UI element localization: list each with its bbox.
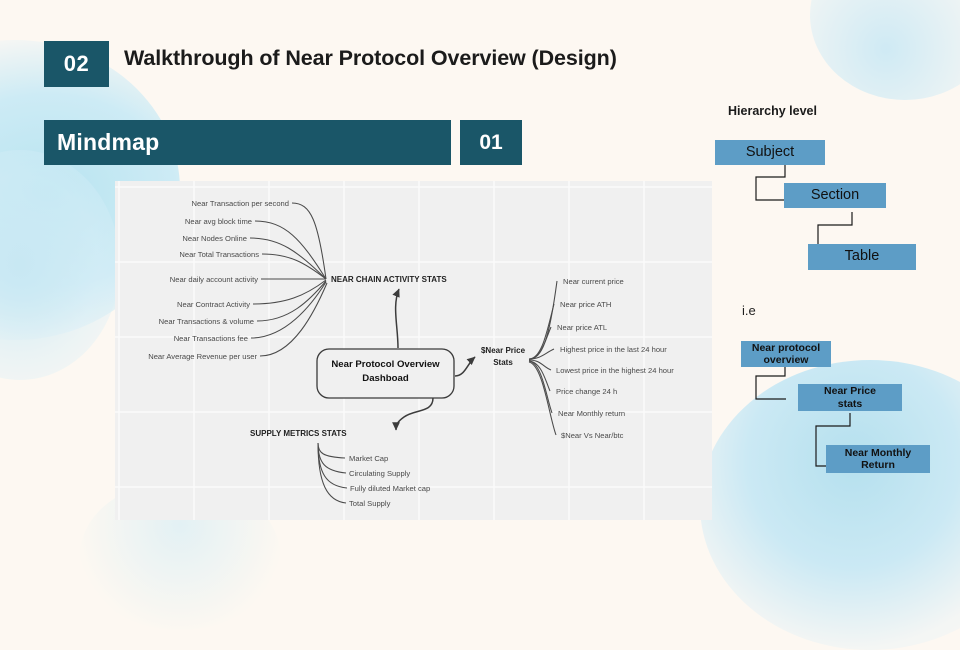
edge-center-to-price-stats bbox=[454, 356, 476, 377]
example-heading: i.e bbox=[742, 303, 756, 318]
leaf-label: Market Cap bbox=[349, 454, 388, 463]
example-box-line1: Near Price bbox=[824, 385, 876, 398]
leaf-label: Near price ATH bbox=[560, 300, 611, 309]
leaf-label: Near Average Revenue per user bbox=[148, 352, 257, 361]
branch-supply-metrics-leaf-labels: Market Cap Circulating Supply Fully dilu… bbox=[349, 454, 430, 508]
example-box-line2: Return bbox=[861, 459, 895, 471]
leaf-label: Lowest price in the highest 24 hour bbox=[556, 366, 674, 375]
leaf-label: Near avg block time bbox=[185, 217, 252, 226]
leaf-label: Total Supply bbox=[349, 499, 391, 508]
hierarchy-box-section[interactable]: Section bbox=[784, 183, 886, 208]
leaf-label: Near Total Transactions bbox=[179, 250, 259, 259]
branch-price-stats-leaf-labels: Near current price Near price ATH Near p… bbox=[556, 277, 674, 440]
background-blob-top-right bbox=[810, 0, 960, 100]
leaf-label: Near Transactions & volume bbox=[159, 317, 254, 326]
branch-node-price-stats-line1: $Near Price bbox=[481, 346, 526, 355]
hierarchy-box-subject[interactable]: Subject bbox=[715, 140, 825, 165]
leaf-label: Near daily account activity bbox=[170, 275, 258, 284]
center-node-line2: Dashboad bbox=[362, 373, 409, 384]
branch-chain-activity-edges bbox=[249, 202, 328, 357]
edge-center-to-supply-metrics bbox=[392, 397, 434, 431]
leaf-label: Highest price in the last 24 hour bbox=[560, 345, 667, 354]
mindmap-title-label: Mindmap bbox=[57, 129, 160, 155]
branch-node-supply-metrics: SUPPLY METRICS STATS bbox=[250, 429, 347, 438]
leaf-label: $Near Vs Near/btc bbox=[561, 431, 624, 440]
leaf-label: Near Contract Activity bbox=[177, 300, 250, 309]
leaf-label: Fully diluted Market cap bbox=[350, 484, 430, 493]
center-node-line1: Near Protocol Overview bbox=[331, 359, 440, 370]
background-blob-left-lower bbox=[0, 150, 120, 380]
example-box-line2: stats bbox=[837, 397, 863, 410]
example-box-near-monthly-return[interactable]: Near Monthly Return bbox=[826, 445, 930, 473]
page-title: Walkthrough of Near Protocol Overview (D… bbox=[124, 46, 617, 70]
leaf-label: Near price ATL bbox=[557, 323, 607, 332]
example-box-near-protocol-overview[interactable]: Near protocol overview bbox=[741, 341, 831, 367]
example-box-line1: Near Monthly bbox=[844, 446, 912, 459]
leaf-label: Price change 24 h bbox=[556, 387, 617, 396]
branch-chain-activity-leaf-labels: Near Transaction per second Near avg blo… bbox=[148, 199, 289, 361]
edge-center-to-chain-activity bbox=[392, 288, 400, 349]
example-box-line2: overview bbox=[763, 354, 809, 366]
branch-node-price-stats-line2: Stats bbox=[493, 358, 513, 367]
mindmap-number-badge: 01 bbox=[460, 120, 522, 165]
leaf-label: Near current price bbox=[563, 277, 624, 286]
leaf-label: Near Transaction per second bbox=[191, 199, 289, 208]
hierarchy-heading: Hierarchy level bbox=[728, 104, 817, 118]
branch-node-chain-activity: NEAR CHAIN ACTIVITY STATS bbox=[331, 275, 447, 284]
leaf-label: Near Nodes Online bbox=[182, 234, 247, 243]
hierarchy-box-table[interactable]: Table bbox=[808, 244, 916, 270]
leaf-label: Near Monthly return bbox=[558, 409, 625, 418]
mindmap-canvas[interactable]: Near Transaction per second Near avg blo… bbox=[115, 181, 712, 520]
branch-supply-metrics-edges bbox=[317, 442, 348, 504]
leaf-label: Circulating Supply bbox=[349, 469, 410, 478]
mindmap-title-bar: Mindmap bbox=[44, 120, 451, 165]
example-box-line-group: Near protocol overview bbox=[752, 342, 820, 366]
example-box-line-group: Near Price stats bbox=[824, 385, 876, 409]
example-box-line1: Near protocol bbox=[751, 341, 821, 354]
section-number-badge: 02 bbox=[44, 41, 109, 87]
branch-price-stats-edges bbox=[528, 280, 558, 436]
example-box-near-price-stats[interactable]: Near Price stats bbox=[798, 384, 902, 411]
mindmap-center-node[interactable]: Near Protocol Overview Dashboad bbox=[316, 348, 455, 399]
leaf-label: Near Transactions fee bbox=[174, 334, 248, 343]
example-box-line-group: Near Monthly Return bbox=[845, 447, 912, 471]
